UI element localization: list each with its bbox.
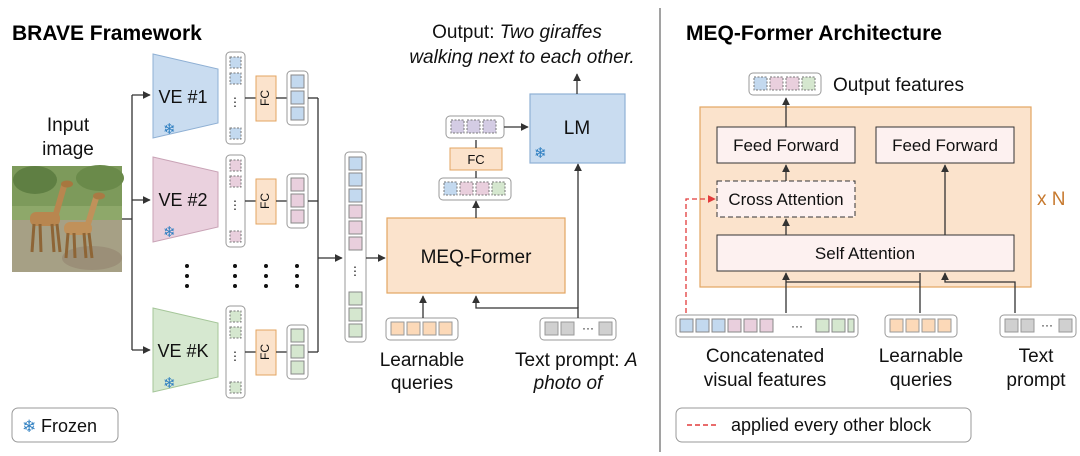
ve1-shape (152, 53, 219, 139)
giraffe-1 (30, 180, 73, 253)
lm-label: LM (564, 118, 590, 139)
svg-text:···: ··· (1041, 318, 1053, 332)
output-line2: walking next to each other. (409, 47, 634, 68)
cross-attention-label: Cross Attention (728, 190, 843, 209)
right-prompt-label-line1: Text (1019, 346, 1055, 367)
meq-former-box: MEQ-Former (386, 217, 566, 294)
cross-attention-box: Cross Attention (716, 180, 856, 218)
self-attention-box: Self Attention (716, 234, 1015, 272)
svg-text:⋮: ⋮ (229, 95, 241, 109)
ve2-label: VE #2 (158, 190, 207, 210)
concat-label-line2: visual features (704, 370, 827, 391)
input-label-line2: image (42, 139, 94, 160)
output-features-label: Output features (833, 75, 964, 96)
ff-left-label: Feed Forward (733, 136, 839, 155)
svg-text:⋮: ⋮ (349, 264, 361, 278)
fc-box-1: FC (255, 75, 277, 122)
ellipsis-dots (185, 264, 299, 288)
fc-main-label: FC (467, 152, 484, 167)
right-queries-label-line2: queries (890, 370, 952, 391)
legend-snowflake-icon: ❄ (22, 417, 36, 436)
ve2-token-column: ⋮ (225, 154, 246, 248)
output-features-tokens (748, 72, 822, 96)
concat-token-column: ⋮ (344, 151, 367, 343)
fc-box-k: FC (255, 329, 277, 376)
left-title: BRAVE Framework (12, 22, 202, 45)
lm-box: LM ❄ (529, 93, 626, 164)
dashed-legend-label: applied every other block (731, 415, 932, 435)
ve1-snowflake-icon: ❄ (163, 121, 176, 138)
left-prompt-tokens: ··· (539, 317, 617, 341)
prompt-to-meq-arrow (472, 295, 579, 318)
encoder-ve1: VE #1 ❄ (152, 53, 219, 139)
left-queries-label-line2: queries (391, 373, 453, 394)
feed-forward-left: Feed Forward (716, 126, 856, 164)
meq-former-label: MEQ-Former (421, 247, 533, 268)
frozen-legend: ❄ Frozen (11, 407, 119, 443)
ff-right-label: Feed Forward (892, 136, 998, 155)
output-line1: Output: Two giraffes (432, 22, 602, 43)
fc-1-label: FC (258, 90, 272, 106)
svg-text:⋮: ⋮ (229, 349, 241, 363)
vek-label: VE #K (157, 341, 208, 361)
fc-k-label: FC (258, 344, 272, 360)
vek-snowflake-icon: ❄ (163, 375, 176, 392)
proj-token-column-k (286, 324, 309, 380)
right-queries-label-line1: Learnable (879, 346, 964, 367)
meq-output-tokens (438, 177, 512, 201)
input-image (12, 165, 124, 272)
prompt-to-self-arrow (941, 272, 1016, 313)
svg-text:···: ··· (791, 319, 803, 333)
dashed-legend: applied every other block (675, 407, 972, 443)
svg-text:···: ··· (582, 321, 594, 335)
right-prompt-label-line2: prompt (1006, 370, 1066, 391)
proj-token-column-1 (286, 70, 309, 126)
repeat-label: x N (1037, 189, 1066, 210)
concat-label-line1: Concatenated (706, 346, 824, 367)
feed-forward-right: Feed Forward (875, 126, 1015, 164)
self-attention-label: Self Attention (815, 244, 915, 263)
left-queries-label-line1: Learnable (380, 350, 465, 371)
input-label-line1: Input (47, 115, 90, 136)
vek-token-column: ⋮ (225, 305, 246, 399)
left-queries-tokens (385, 317, 459, 341)
proj-token-column-2 (286, 173, 309, 229)
left-prompt-label-line1: Text prompt: A (515, 350, 638, 371)
lm-snowflake-icon: ❄ (534, 145, 547, 162)
giraffe-2 (64, 192, 105, 259)
frozen-legend-label: Frozen (41, 416, 97, 436)
concat-features-tokens: ··· (675, 314, 859, 338)
fc-box-main: FC (449, 147, 503, 171)
svg-text:⋮: ⋮ (229, 198, 241, 212)
left-prompt-label-line2: photo of (533, 373, 604, 394)
encoder-vek: VE #K ❄ (152, 307, 219, 393)
ve2-snowflake-icon: ❄ (163, 224, 176, 241)
encoder-ve2: VE #2 ❄ (152, 156, 219, 243)
lm-input-tokens (445, 115, 505, 139)
red-dashed-arrow (685, 195, 716, 313)
ve1-label: VE #1 (158, 87, 207, 107)
ve2-shape (152, 156, 219, 243)
ve1-token-column: ⋮ (225, 51, 246, 145)
right-title: MEQ-Former Architecture (686, 22, 942, 45)
fc-box-2: FC (255, 178, 277, 225)
fc-2-label: FC (258, 193, 272, 209)
right-queries-tokens (884, 314, 958, 338)
right-prompt-tokens: ··· (999, 314, 1077, 338)
vek-shape (152, 307, 219, 393)
